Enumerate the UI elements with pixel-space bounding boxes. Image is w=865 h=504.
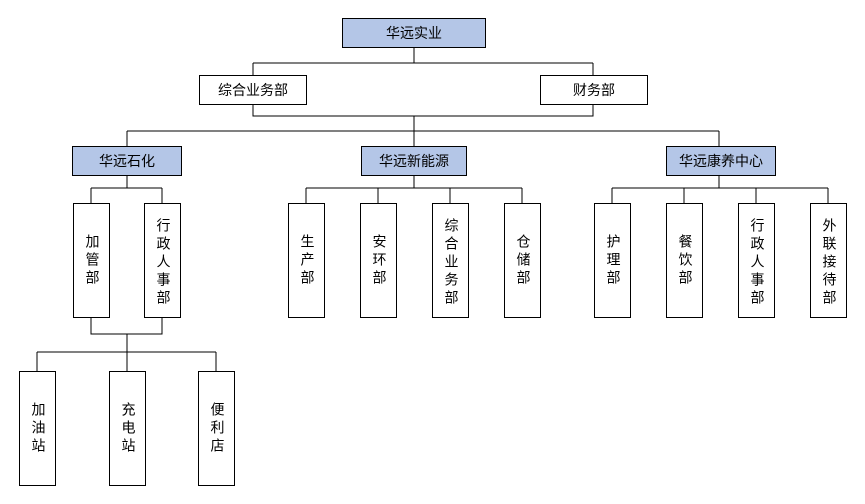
subsidiary-petro: 华远石化 — [72, 146, 182, 176]
energy-production-dept: 生产部 — [288, 203, 325, 318]
energy-safety-dept-label: 安环部 — [370, 234, 387, 288]
health-hr-dept-label: 行政人事部 — [748, 218, 765, 308]
gas-station-label: 加油站 — [29, 402, 46, 456]
health-nursing-dept-label: 护理部 — [604, 234, 621, 288]
convenience-store: 便利店 — [198, 371, 235, 486]
integrated-business-dept-label: 综合业务部 — [218, 83, 288, 99]
energy-integrated-dept-label: 综合业务部 — [442, 218, 459, 308]
petro-management-dept: 加管部 — [73, 203, 110, 318]
health-reception-dept-label: 外联接待部 — [820, 218, 837, 308]
petro-management-dept-label: 加管部 — [83, 234, 100, 288]
convenience-store-label: 便利店 — [208, 402, 225, 456]
energy-warehouse-dept: 仓储部 — [504, 203, 541, 318]
health-catering-dept-label: 餐饮部 — [676, 234, 693, 288]
energy-safety-dept: 安环部 — [360, 203, 397, 318]
gas-station: 加油站 — [19, 371, 56, 486]
subsidiary-energy: 华远新能源 — [361, 146, 467, 176]
petro-hr-dept-label: 行政人事部 — [154, 218, 171, 308]
integrated-business-dept: 综合业务部 — [199, 75, 307, 105]
subsidiary-petro-label: 华远石化 — [99, 154, 155, 170]
energy-production-dept-label: 生产部 — [298, 234, 315, 288]
charging-station-label: 充电站 — [119, 402, 136, 456]
root-company-label: 华远实业 — [386, 26, 442, 42]
subsidiary-health: 华远康养中心 — [666, 146, 776, 176]
subsidiary-health-label: 华远康养中心 — [679, 154, 763, 170]
health-nursing-dept: 护理部 — [594, 203, 631, 318]
charging-station: 充电站 — [109, 371, 146, 486]
finance-dept: 财务部 — [540, 75, 648, 105]
root-company: 华远实业 — [342, 18, 486, 48]
energy-warehouse-dept-label: 仓储部 — [514, 234, 531, 288]
health-hr-dept: 行政人事部 — [738, 203, 775, 318]
health-catering-dept: 餐饮部 — [666, 203, 703, 318]
petro-hr-dept: 行政人事部 — [144, 203, 181, 318]
energy-integrated-dept: 综合业务部 — [432, 203, 469, 318]
finance-dept-label: 财务部 — [573, 83, 615, 99]
subsidiary-energy-label: 华远新能源 — [379, 154, 449, 170]
health-reception-dept: 外联接待部 — [810, 203, 847, 318]
